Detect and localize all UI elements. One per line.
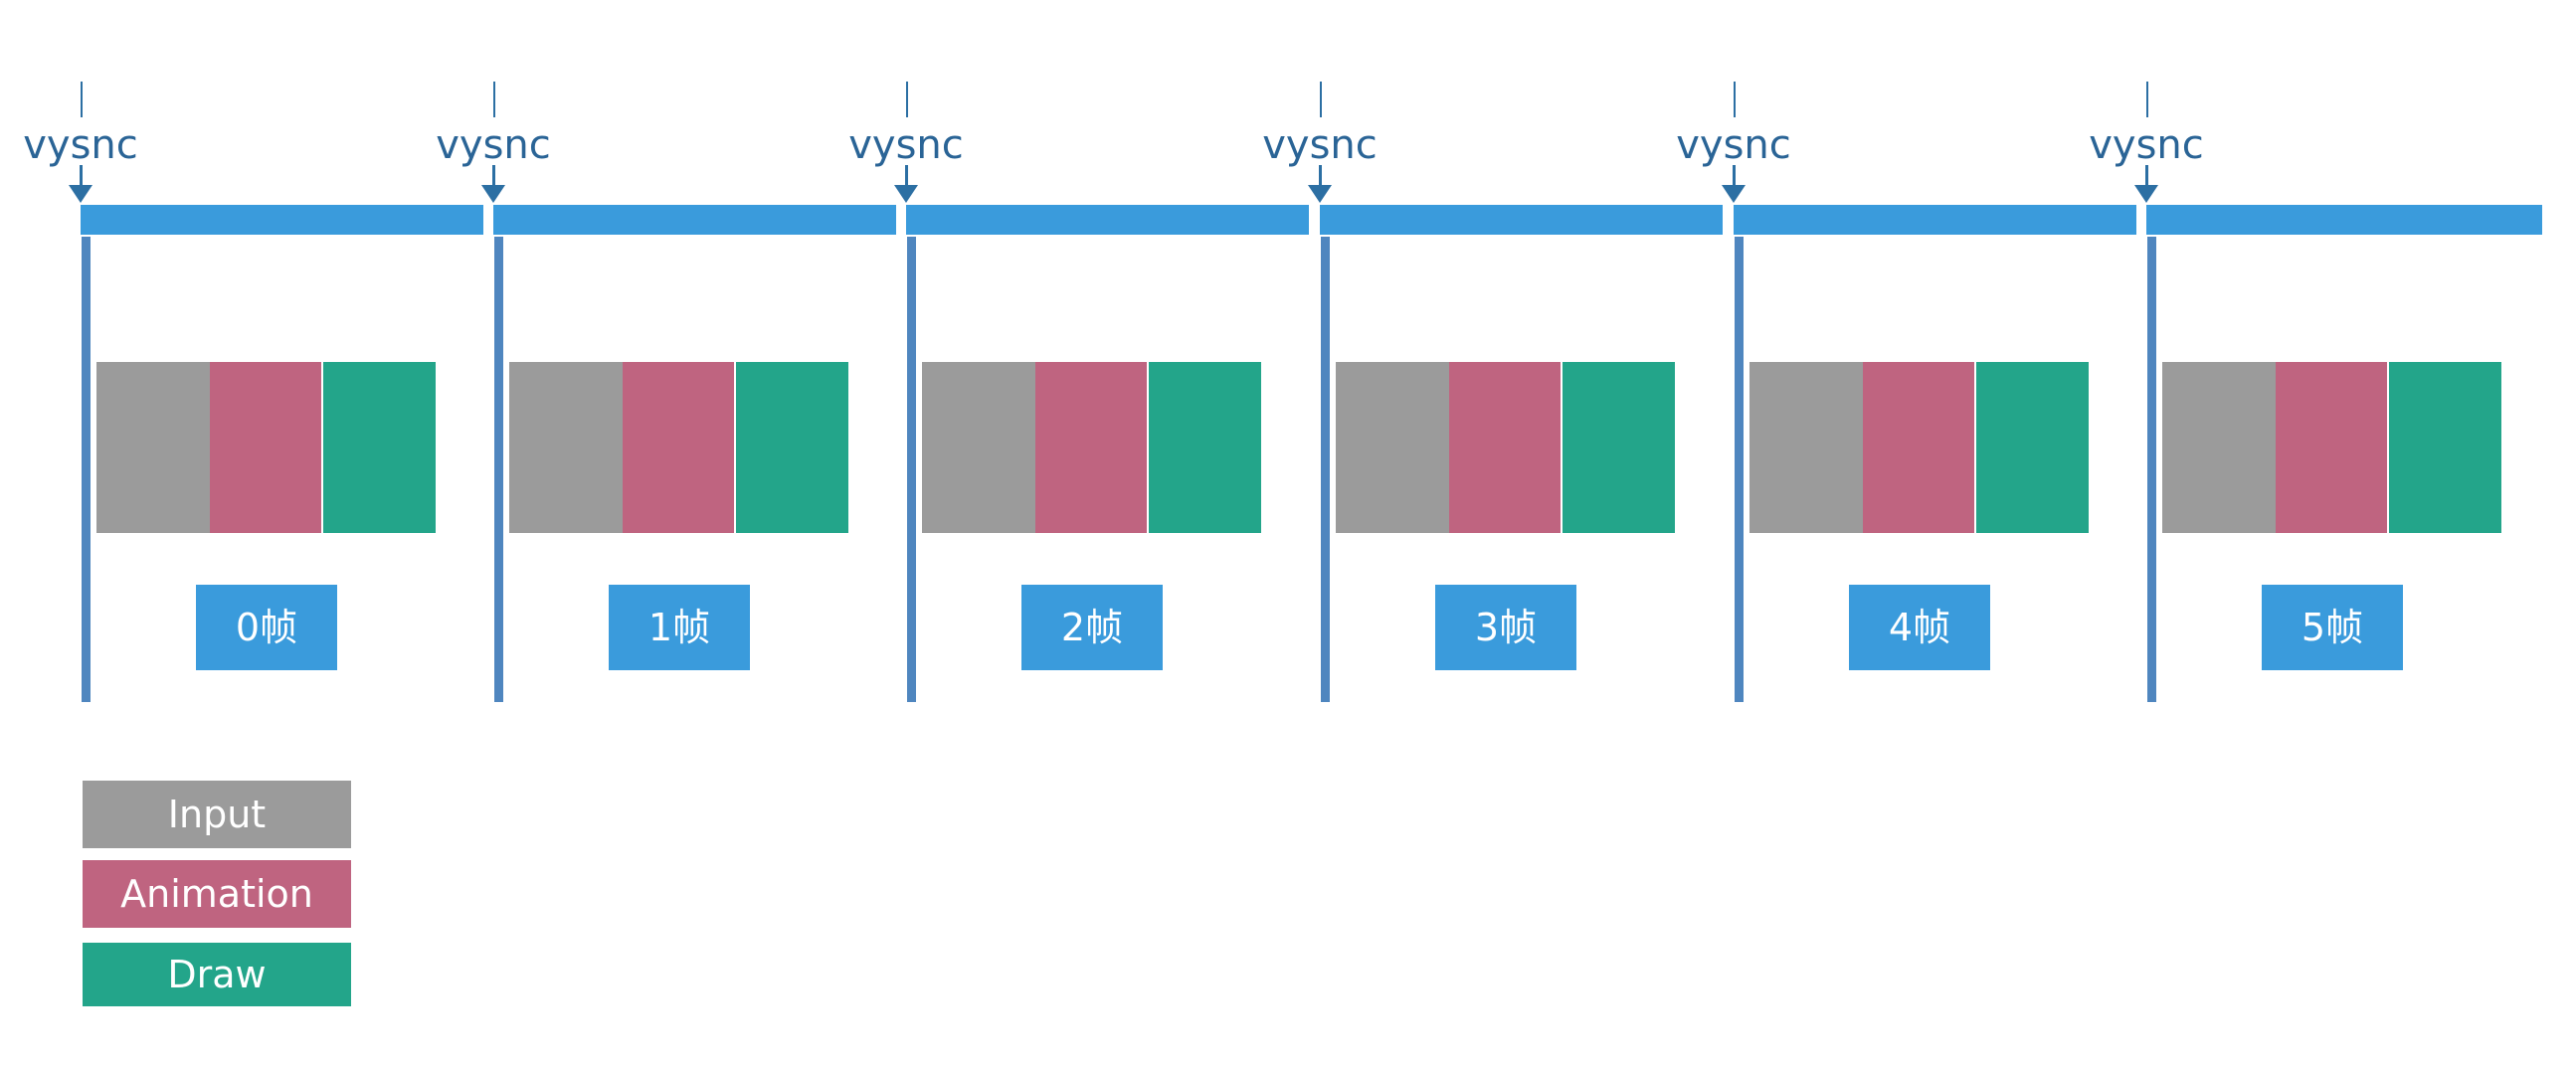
draw-segment xyxy=(1563,362,1675,533)
vsync-arrow-icon xyxy=(69,165,92,203)
input-segment xyxy=(509,362,623,533)
frame-bar xyxy=(2146,205,2542,235)
legend-input: Input xyxy=(83,781,351,848)
frame-bar xyxy=(493,205,896,235)
animation-segment xyxy=(210,362,321,533)
vsync-label: vysnc xyxy=(436,122,551,168)
input-segment xyxy=(96,362,210,533)
draw-segment xyxy=(736,362,848,533)
frame-label: 4帧 xyxy=(1849,585,1990,670)
vsync-arrow-icon xyxy=(1722,165,1746,203)
vsync-label: vysnc xyxy=(2089,122,2204,168)
frame-label: 1帧 xyxy=(609,585,750,670)
frame-boundary-line xyxy=(1321,237,1330,702)
animation-segment xyxy=(1863,362,1974,533)
frame-bar xyxy=(1320,205,1723,235)
frame-bar xyxy=(906,205,1309,235)
input-segment xyxy=(2162,362,2276,533)
vsync-label: vysnc xyxy=(23,122,138,168)
vsync-tick xyxy=(1320,82,1322,117)
vsync-label: vysnc xyxy=(1676,122,1791,168)
draw-segment xyxy=(1149,362,1261,533)
vsync-tick xyxy=(493,82,495,117)
input-segment xyxy=(922,362,1035,533)
frame-boundary-line xyxy=(2147,237,2156,702)
frame-label: 3帧 xyxy=(1435,585,1576,670)
input-segment xyxy=(1749,362,1863,533)
vsync-tick xyxy=(81,82,83,117)
vsync-arrow-icon xyxy=(2134,165,2158,203)
vsync-tick xyxy=(906,82,908,117)
frame-boundary-line xyxy=(1735,237,1744,702)
legend-draw: Draw xyxy=(83,943,351,1006)
input-segment xyxy=(1336,362,1449,533)
frame-bar xyxy=(1734,205,2136,235)
frame-bar xyxy=(81,205,483,235)
frame-label: 0帧 xyxy=(196,585,337,670)
vsync-arrow-icon xyxy=(1308,165,1332,203)
frame-boundary-line xyxy=(82,237,91,702)
vsync-label: vysnc xyxy=(1262,122,1378,168)
vsync-label: vysnc xyxy=(848,122,964,168)
frame-label: 2帧 xyxy=(1021,585,1163,670)
animation-segment xyxy=(1449,362,1561,533)
draw-segment xyxy=(323,362,436,533)
vsync-arrow-icon xyxy=(481,165,505,203)
vsync-tick xyxy=(2146,82,2148,117)
frame-boundary-line xyxy=(907,237,916,702)
animation-segment xyxy=(623,362,734,533)
draw-segment xyxy=(2389,362,2501,533)
vsync-arrow-icon xyxy=(894,165,918,203)
frame-label: 5帧 xyxy=(2262,585,2403,670)
legend-animation: Animation xyxy=(83,860,351,928)
animation-segment xyxy=(1035,362,1147,533)
draw-segment xyxy=(1976,362,2089,533)
vsync-tick xyxy=(1734,82,1736,117)
frame-boundary-line xyxy=(494,237,503,702)
animation-segment xyxy=(2276,362,2387,533)
